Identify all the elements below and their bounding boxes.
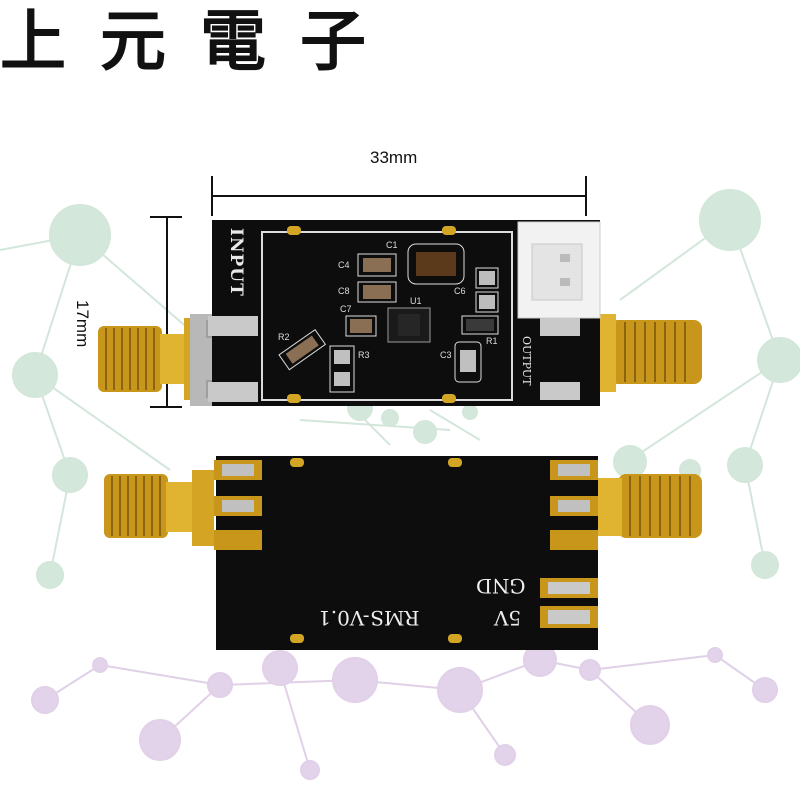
ref-u1: U1	[410, 296, 422, 306]
5v-pin-label: 5V	[494, 606, 522, 630]
ref-r1: R1	[486, 336, 498, 346]
front-board	[98, 220, 702, 406]
back-board	[104, 456, 702, 650]
ref-r2: R2	[278, 332, 290, 342]
ref-c6: C6	[454, 286, 466, 296]
network-decoration-purple	[31, 643, 778, 780]
ref-c4: C4	[338, 260, 350, 270]
smd-components	[278, 243, 499, 393]
sma-connector-back-left	[104, 470, 214, 546]
ref-r3: R3	[358, 350, 370, 360]
ref-c1: C1	[386, 240, 398, 250]
gnd-pin-label: GND	[476, 574, 526, 598]
input-silkscreen: INPUT	[226, 228, 246, 297]
version-label: RMS-V0.1	[318, 606, 420, 630]
ref-c3: C3	[440, 350, 452, 360]
ref-c8: C8	[338, 286, 350, 296]
network-decoration	[0, 189, 800, 589]
brand-title: 上元電子	[0, 3, 400, 80]
width-label: 33mm	[370, 148, 418, 167]
height-label: 17mm	[73, 300, 92, 348]
output-silkscreen: OUTPUT	[520, 336, 533, 386]
width-dimension-line	[211, 176, 587, 216]
ref-c7: C7	[340, 304, 352, 314]
sma-connector-back-right	[598, 474, 702, 538]
